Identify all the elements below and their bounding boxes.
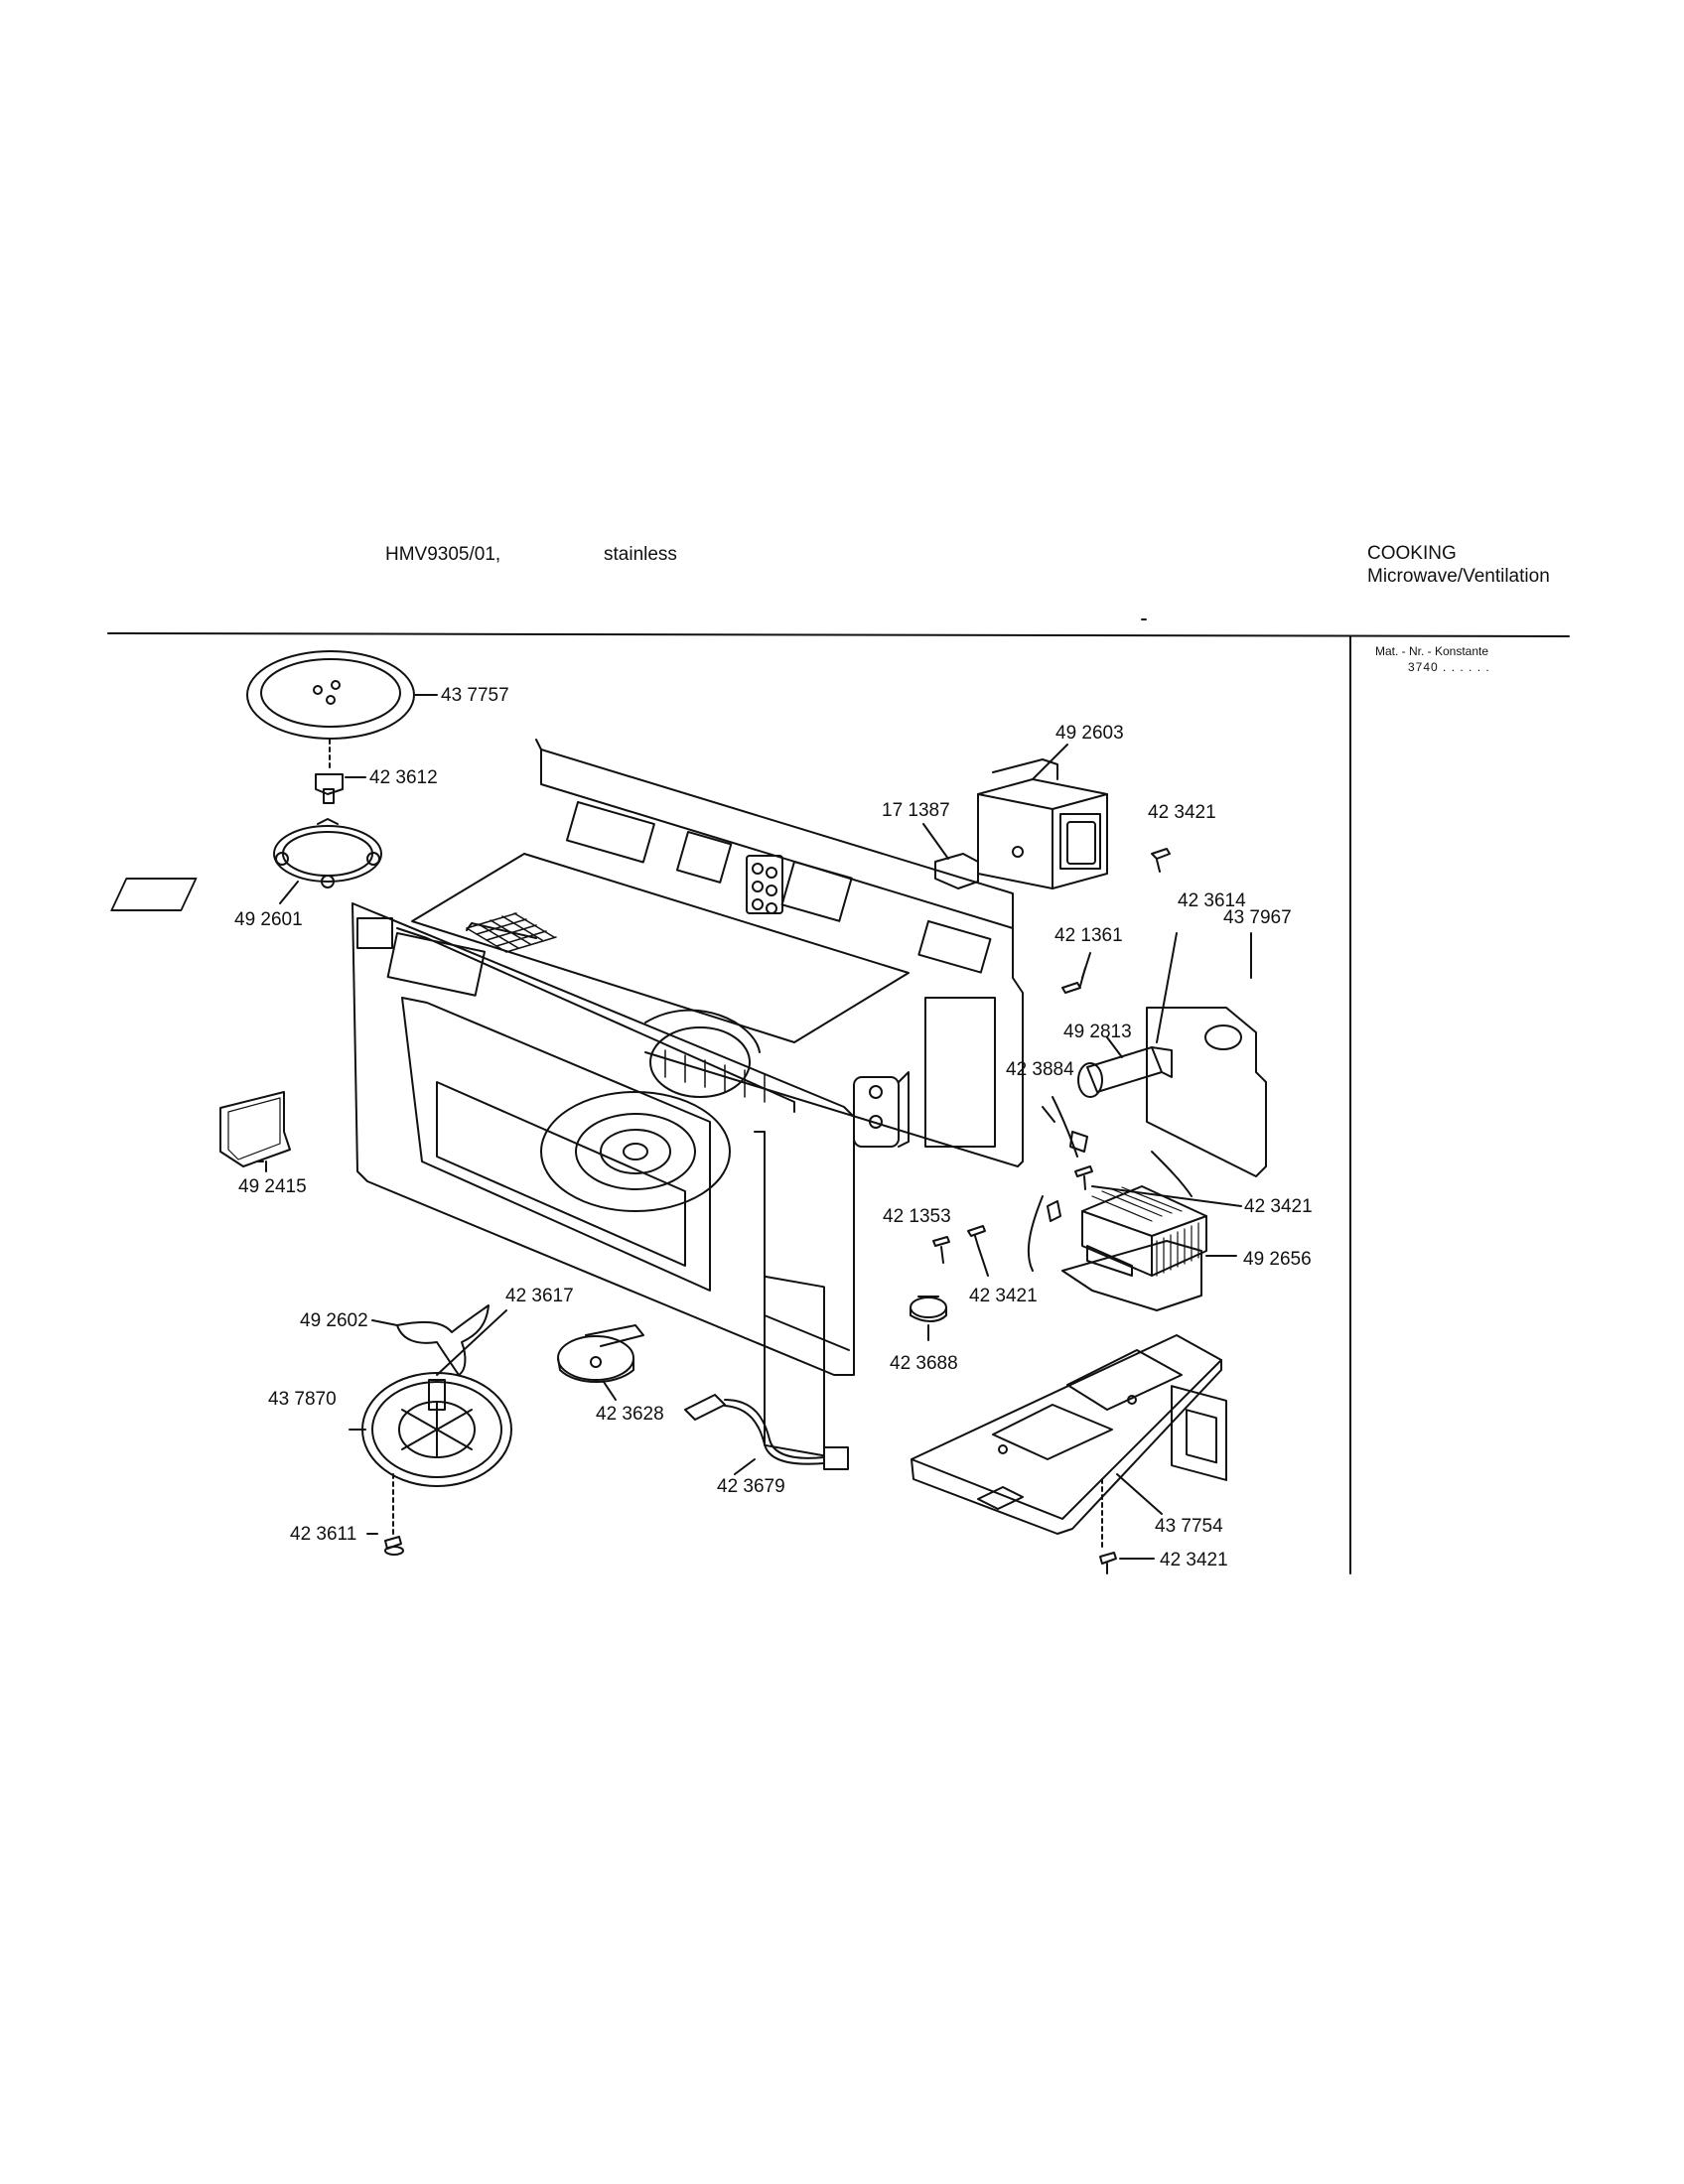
cover-panel (219, 1091, 291, 1172)
header-rule (107, 632, 1570, 637)
screw-bottom (1099, 1552, 1155, 1574)
part-label-423617: 42 3617 (505, 1286, 574, 1306)
magnetron-connector (922, 823, 979, 889)
capacitor (1077, 932, 1178, 1098)
part-label-437757: 43 7757 (441, 685, 509, 706)
model-number: HMV9305/01, (385, 544, 501, 565)
screw-right-middle (1074, 1165, 1242, 1207)
part-label-421361: 42 1361 (1054, 925, 1123, 946)
part-label-437870: 43 7870 (268, 1389, 337, 1410)
thermostat (910, 1296, 947, 1341)
turntable-plate (246, 650, 438, 770)
part-label-423628: 42 3628 (596, 1404, 664, 1425)
category-label: COOKING (1367, 543, 1457, 564)
screw-lower-middle (967, 1225, 989, 1277)
high-voltage-diode (1042, 1096, 1088, 1158)
mat-nr-value: 3740 . . . . . . (1408, 660, 1490, 674)
turntable-motor (557, 1324, 644, 1401)
mat-nr-label: Mat. - Nr. - Konstante (1375, 644, 1489, 658)
part-label-423614: 42 3614 (1178, 890, 1246, 911)
part-label-492603: 49 2603 (1055, 723, 1124, 744)
part-label-437754: 43 7754 (1155, 1516, 1223, 1537)
part-label-423421-right: 42 3421 (1244, 1196, 1313, 1217)
wiring-harness (684, 1394, 849, 1475)
part-label-437967: 43 7967 (1223, 907, 1292, 928)
part-label-423612: 42 3612 (369, 767, 438, 788)
part-label-423679: 42 3679 (717, 1476, 785, 1497)
part-label-492601: 49 2601 (234, 909, 303, 930)
screw-423611 (366, 1533, 404, 1556)
fan-blade (371, 1304, 490, 1376)
magnetron (977, 744, 1108, 889)
part-label-421353: 42 1353 (883, 1206, 951, 1227)
part-label-423884: 42 3884 (1006, 1059, 1074, 1080)
part-label-423421-top: 42 3421 (1148, 802, 1216, 823)
oven-cavity-chassis (110, 739, 1024, 1457)
screw-421353 (932, 1236, 950, 1264)
part-label-492656: 49 2656 (1243, 1249, 1312, 1270)
fan-housing (349, 1309, 512, 1535)
screw-top-right (1151, 848, 1171, 873)
part-label-423421-bottom: 42 3421 (1160, 1550, 1228, 1570)
part-label-423611: 42 3611 (290, 1524, 356, 1545)
part-label-492813: 49 2813 (1063, 1022, 1132, 1042)
finish-label: stainless (604, 544, 677, 565)
high-voltage-transformer (1027, 1151, 1237, 1311)
part-label-423688: 42 3688 (890, 1353, 958, 1374)
part-label-171387: 17 1387 (882, 800, 950, 821)
part-label-492415: 49 2415 (238, 1176, 307, 1197)
part-label-492602: 49 2602 (300, 1310, 368, 1331)
part-label-423421-middle: 42 3421 (969, 1286, 1038, 1306)
base-plate (911, 1334, 1222, 1550)
screw-421361 (1061, 952, 1091, 994)
roller-ring (273, 818, 382, 904)
leader-492603 (1032, 744, 1068, 780)
subcategory-label: Microwave/Ventilation (1367, 566, 1550, 587)
coupler (315, 773, 366, 804)
